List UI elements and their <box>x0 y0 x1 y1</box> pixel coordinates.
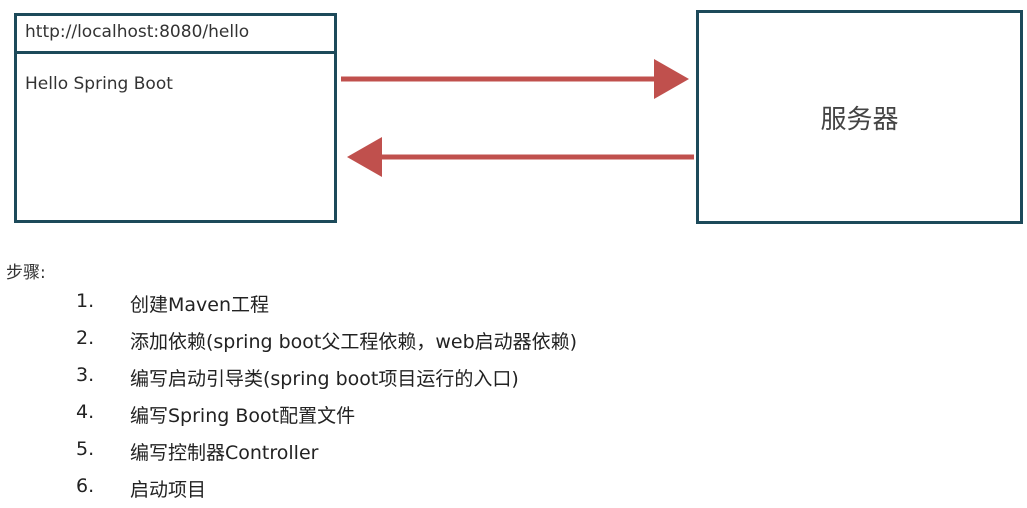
browser-url-text: http://localhost:8080/hello <box>25 22 250 42</box>
server-label: 服务器 <box>820 104 899 135</box>
server-box: 服务器 <box>696 10 1023 224</box>
step-text: 编写启动引导类(spring boot项目运行的入口) <box>130 368 519 390</box>
step-text: 添加依赖(spring boot父工程依赖，web启动器依赖) <box>130 331 578 353</box>
step-number: 1. <box>76 290 95 312</box>
browser-url-bar: http://localhost:8080/hello <box>17 16 334 54</box>
step-number: 2. <box>76 327 95 349</box>
step-text: 编写Spring Boot配置文件 <box>130 405 356 427</box>
step-number: 3. <box>76 364 95 386</box>
step-number: 5. <box>76 438 95 460</box>
request-response-arrows <box>341 59 694 177</box>
step-text: 创建Maven工程 <box>130 294 270 316</box>
browser-window: http://localhost:8080/hello Hello Spring… <box>14 13 337 223</box>
browser-page-content: Hello Spring Boot <box>25 74 173 94</box>
step-number: 6. <box>76 475 95 497</box>
step-number: 4. <box>76 401 95 423</box>
steps-heading: 步骤: <box>6 263 46 283</box>
step-text: 编写控制器Controller <box>130 442 319 464</box>
step-text: 启动项目 <box>130 479 207 501</box>
